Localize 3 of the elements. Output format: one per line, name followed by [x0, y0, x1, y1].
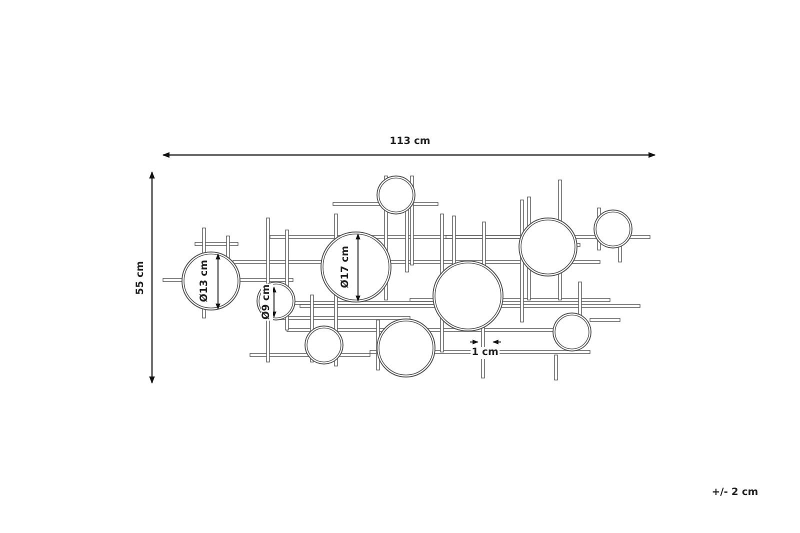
dimension-label: Ø9 cm [261, 283, 273, 321]
tolerance-note: +/- 2 cm [710, 487, 760, 499]
dimension-label: 1 cm [470, 347, 500, 359]
